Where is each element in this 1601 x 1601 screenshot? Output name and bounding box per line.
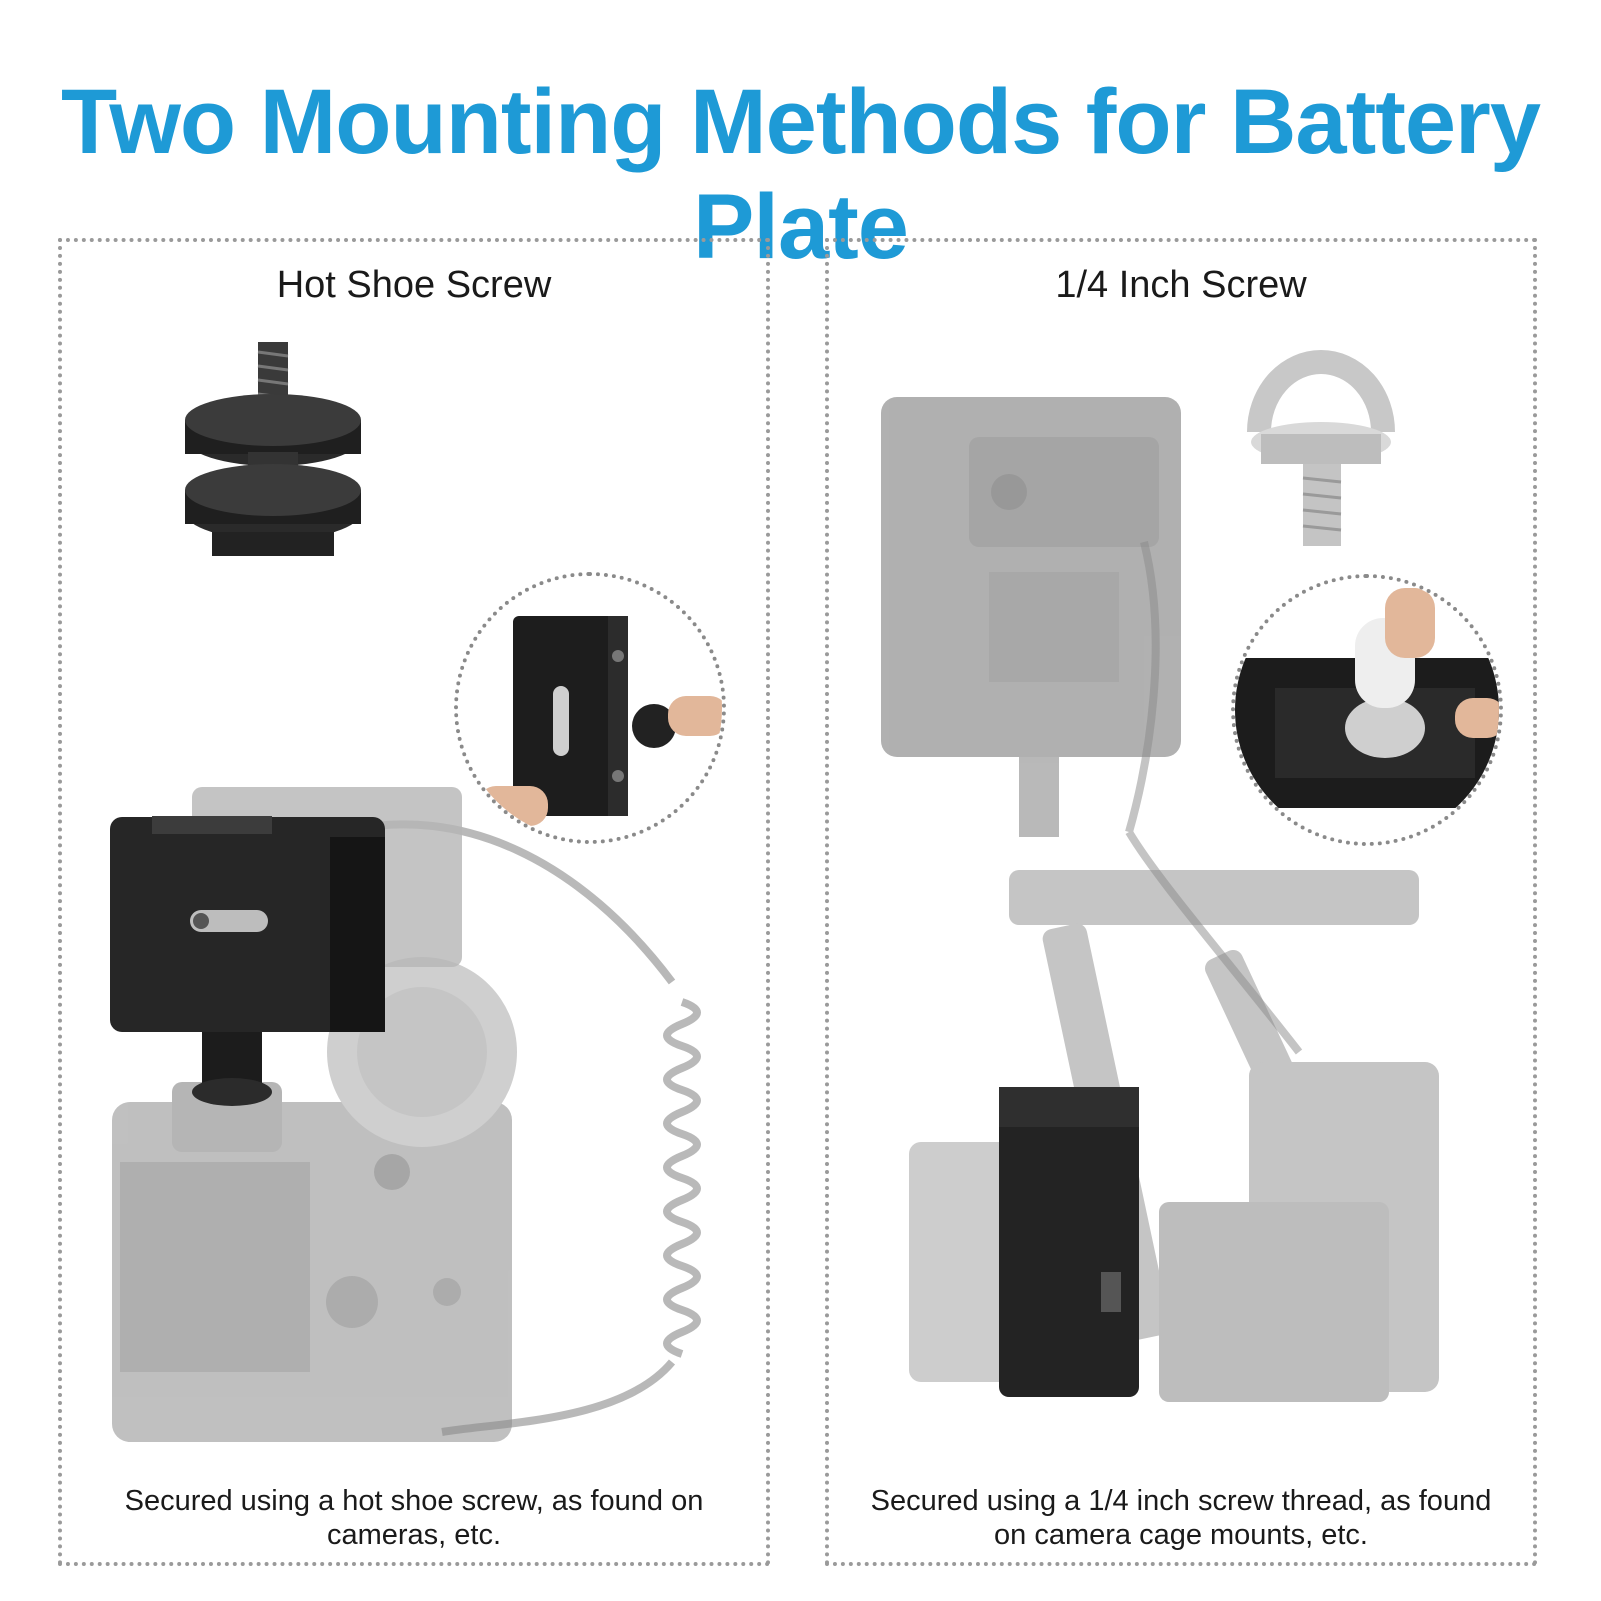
camera-image	[112, 957, 517, 1442]
quarter-inch-panel: 1/4 Inch Screw	[825, 238, 1537, 1566]
hot-shoe-caption: Secured using a hot shoe screw, as found…	[124, 1485, 704, 1551]
hot-shoe-heading: Hot Shoe Screw	[276, 264, 552, 306]
quarter-inch-heading: 1/4 Inch Screw	[1055, 264, 1307, 306]
hot-shoe-illustration	[110, 342, 726, 1442]
quarter-inch-screw-image	[1247, 350, 1395, 546]
battery-plate-image	[110, 816, 385, 1106]
quarter-inch-caption: Secured using a 1/4 inch screw thread, a…	[870, 1485, 1492, 1551]
hot-shoe-panel: Hot Shoe Screw	[58, 238, 770, 1566]
quarter-inch-illustration	[881, 350, 1503, 1402]
cage-battery-plate-image	[999, 1087, 1139, 1397]
camera-cage-image	[909, 870, 1439, 1402]
quarter-inch-detail-circle	[1231, 574, 1503, 846]
hot-shoe-screw-image	[185, 342, 361, 556]
page-title: Two Mounting Methods for Battery Plate	[60, 71, 1541, 278]
hot-shoe-detail-circle	[454, 572, 726, 844]
led-panel-image	[881, 397, 1181, 837]
